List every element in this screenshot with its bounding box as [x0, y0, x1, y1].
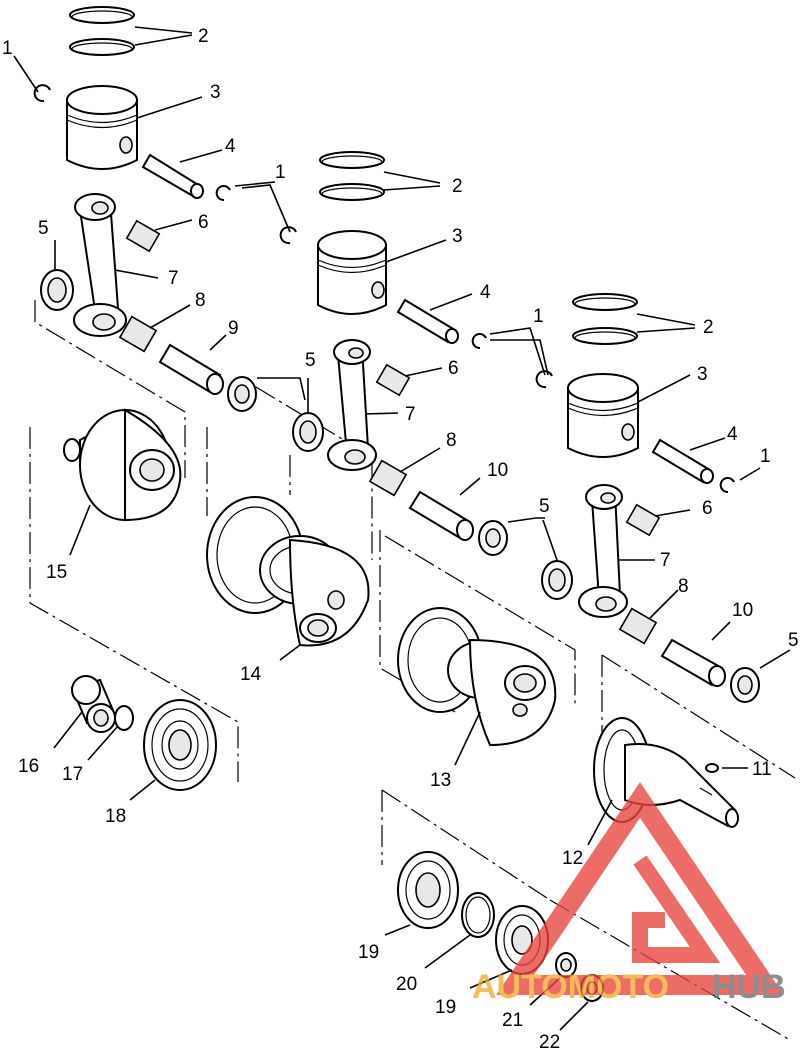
crank-section-13: [397, 607, 557, 766]
callout-16: 16: [18, 756, 39, 777]
needle-bearing-6b: [375, 363, 411, 397]
callout-13: 13: [430, 770, 451, 791]
callout-19: 19: [358, 942, 379, 963]
callout-5: 5: [38, 218, 49, 239]
callout-3: 3: [697, 364, 708, 385]
callout-17: 17: [62, 764, 83, 785]
callout-4: 4: [727, 424, 738, 445]
callout-1: 1: [760, 446, 771, 467]
circlip-2a: [279, 226, 297, 245]
circlip-3a: [535, 370, 553, 389]
needle-bearing-6a: [125, 219, 161, 253]
piston-pin-2: [396, 298, 459, 344]
ball-bearing-19a: [384, 851, 459, 936]
connecting-rod-3: [578, 484, 628, 618]
callout-9: 9: [228, 318, 239, 339]
callout-2: 2: [703, 317, 714, 338]
callout-3: 3: [452, 226, 463, 247]
callout-12: 12: [562, 848, 583, 869]
thrust-washer-5a: [40, 269, 74, 311]
callout-4: 4: [480, 282, 491, 303]
piston-3: [567, 373, 639, 458]
bushing-16: [53, 675, 117, 749]
callout-1: 1: [533, 306, 544, 327]
callout-7: 7: [405, 404, 416, 425]
callout-7: 7: [660, 550, 671, 571]
circlip-3b: [719, 477, 735, 494]
callout-10: 10: [732, 600, 753, 621]
crank-pin-10b: [660, 638, 726, 687]
callout-4: 4: [225, 136, 236, 157]
piston-ring-set-1: [69, 6, 135, 56]
callout-1: 1: [275, 162, 286, 183]
callout-21: 21: [502, 1010, 523, 1031]
thrust-washer-5c: [292, 412, 324, 452]
piston-ring-set-2: [319, 151, 385, 201]
callout-22: 22: [539, 1032, 560, 1050]
callout-20: 20: [396, 974, 417, 995]
rod-3-pointers: [542, 509, 791, 669]
thrust-washer-5e: [541, 560, 573, 600]
callout-15: 15: [46, 562, 67, 583]
callout-6: 6: [702, 498, 713, 519]
callout-5: 5: [539, 496, 550, 517]
callout-5: 5: [305, 350, 316, 371]
thrust-washer-5f: [730, 667, 760, 703]
callout-18: 18: [105, 806, 126, 827]
callout-7: 7: [168, 268, 179, 289]
rod-2-pointers: [307, 367, 545, 523]
crank-pin-9: [158, 343, 224, 395]
callout-11: 11: [752, 759, 772, 780]
ring-set-pointers-3: [490, 313, 761, 481]
piston-pin-1: [141, 153, 204, 199]
ball-bearing-18: [129, 699, 217, 801]
callout-3: 3: [210, 82, 221, 103]
callout-labels: 1 2 3 4 1 2 3 5 6 7 4 8 9 1 2 5 6 3 7 4 …: [2, 26, 799, 1050]
callout-5: 5: [788, 630, 799, 651]
callout-19: 19: [435, 997, 456, 1018]
connecting-rod-2: [327, 339, 377, 471]
circlip-1b: [215, 185, 231, 202]
callout-8: 8: [195, 290, 206, 311]
callout-2: 2: [198, 26, 209, 47]
needle-bearing-8b: [368, 459, 408, 497]
watermark-logo: AUTOMOTO HUB: [472, 782, 786, 1006]
callout-6: 6: [448, 358, 459, 379]
callout-14: 14: [240, 664, 262, 685]
ring-set-pointers-1: [13, 26, 276, 187]
connecting-rod-1: [73, 193, 127, 337]
crank-section-14: [206, 496, 370, 661]
thrust-washer-5b: [227, 376, 257, 412]
ring-set-pointers-2: [241, 171, 546, 376]
piston-ring-set-3: [572, 293, 638, 345]
callout-10: 10: [487, 460, 508, 481]
needle-bearing-8c: [618, 607, 658, 645]
watermark-inner-shape: [632, 855, 721, 963]
circlip-2b: [471, 333, 487, 350]
callout-2: 2: [452, 176, 463, 197]
snap-ring-20: [424, 892, 495, 969]
watermark-text-right: HUB: [712, 968, 786, 1006]
piston-2: [317, 230, 387, 315]
needle-bearing-6c: [625, 503, 661, 537]
callout-8: 8: [446, 430, 457, 451]
circlip-1a: [33, 84, 51, 103]
snap-ring-17: [87, 705, 134, 761]
rod-1-pointers: [54, 219, 306, 401]
thrust-washer-5d: [478, 520, 508, 556]
callout-1: 1: [2, 38, 13, 59]
piston-1: [66, 85, 138, 170]
crank-end-15: [63, 408, 182, 556]
crank-pin-10a: [408, 490, 474, 541]
needle-bearing-8a: [118, 315, 158, 353]
watermark-outer-triangle: [496, 782, 784, 995]
callout-6: 6: [198, 212, 209, 233]
piston-pin-3: [651, 438, 714, 484]
watermark-text-left: AUTOMOTO: [472, 968, 669, 1006]
callout-8: 8: [678, 576, 689, 597]
